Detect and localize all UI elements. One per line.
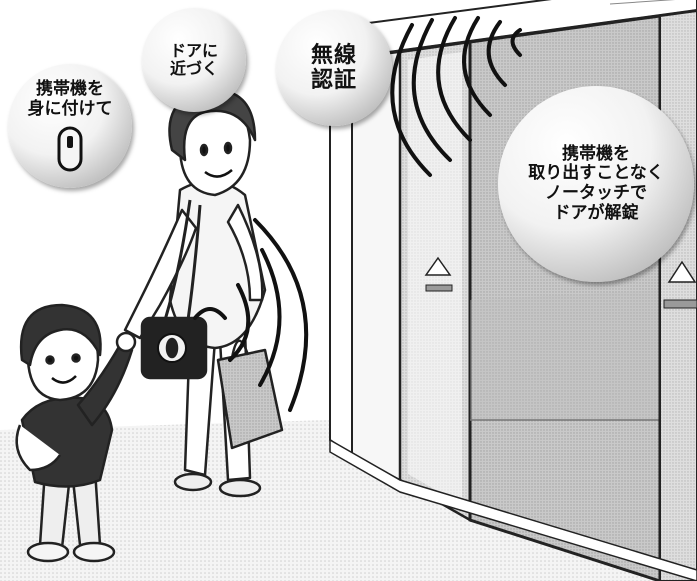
bubble-touchless-unlock: 携帯機を 取り出すことなく ノータッチで ドアが解錠 [498,86,694,282]
bubble-approach-door: ドアに 近づく [142,8,246,112]
floor [0,420,697,581]
left-sliding-door [398,40,472,523]
bubble-approach-line-2: 近づく [169,59,218,78]
door-pull-left [425,284,453,292]
bubble-unlock-line-3: ノータッチで [545,183,647,203]
bubble-approach-line-1: ドアに [169,40,218,60]
bubble-unlock-line-2: 取り出すことなく [528,163,664,184]
door-frame [329,50,401,482]
door-rail [329,438,697,581]
bubble-wireless-line-1: 無線 [310,42,357,68]
key-fob-icon [57,126,83,172]
bubble-carry-line-2: 身に付けて [27,99,113,119]
door-pull-right [663,299,697,309]
triangle-sign-right [667,260,697,283]
woman-signal-waves-icon [193,218,309,412]
bubble-wireless-line-2: 認証 [310,68,357,93]
door-signal-waves-icon [390,16,522,177]
boy-figure [15,303,137,563]
triangle-sign-left [424,256,452,276]
bubble-unlock-line-1: 携帯機を [562,143,630,164]
bubble-carry-device: 携帯機を 身に付けて [8,64,132,188]
bubble-wireless-auth: 無線 認証 [276,10,392,126]
bubble-unlock-line-4: ドアが解錠 [553,202,639,223]
bubble-carry-line-1: 携帯機を [36,79,104,100]
